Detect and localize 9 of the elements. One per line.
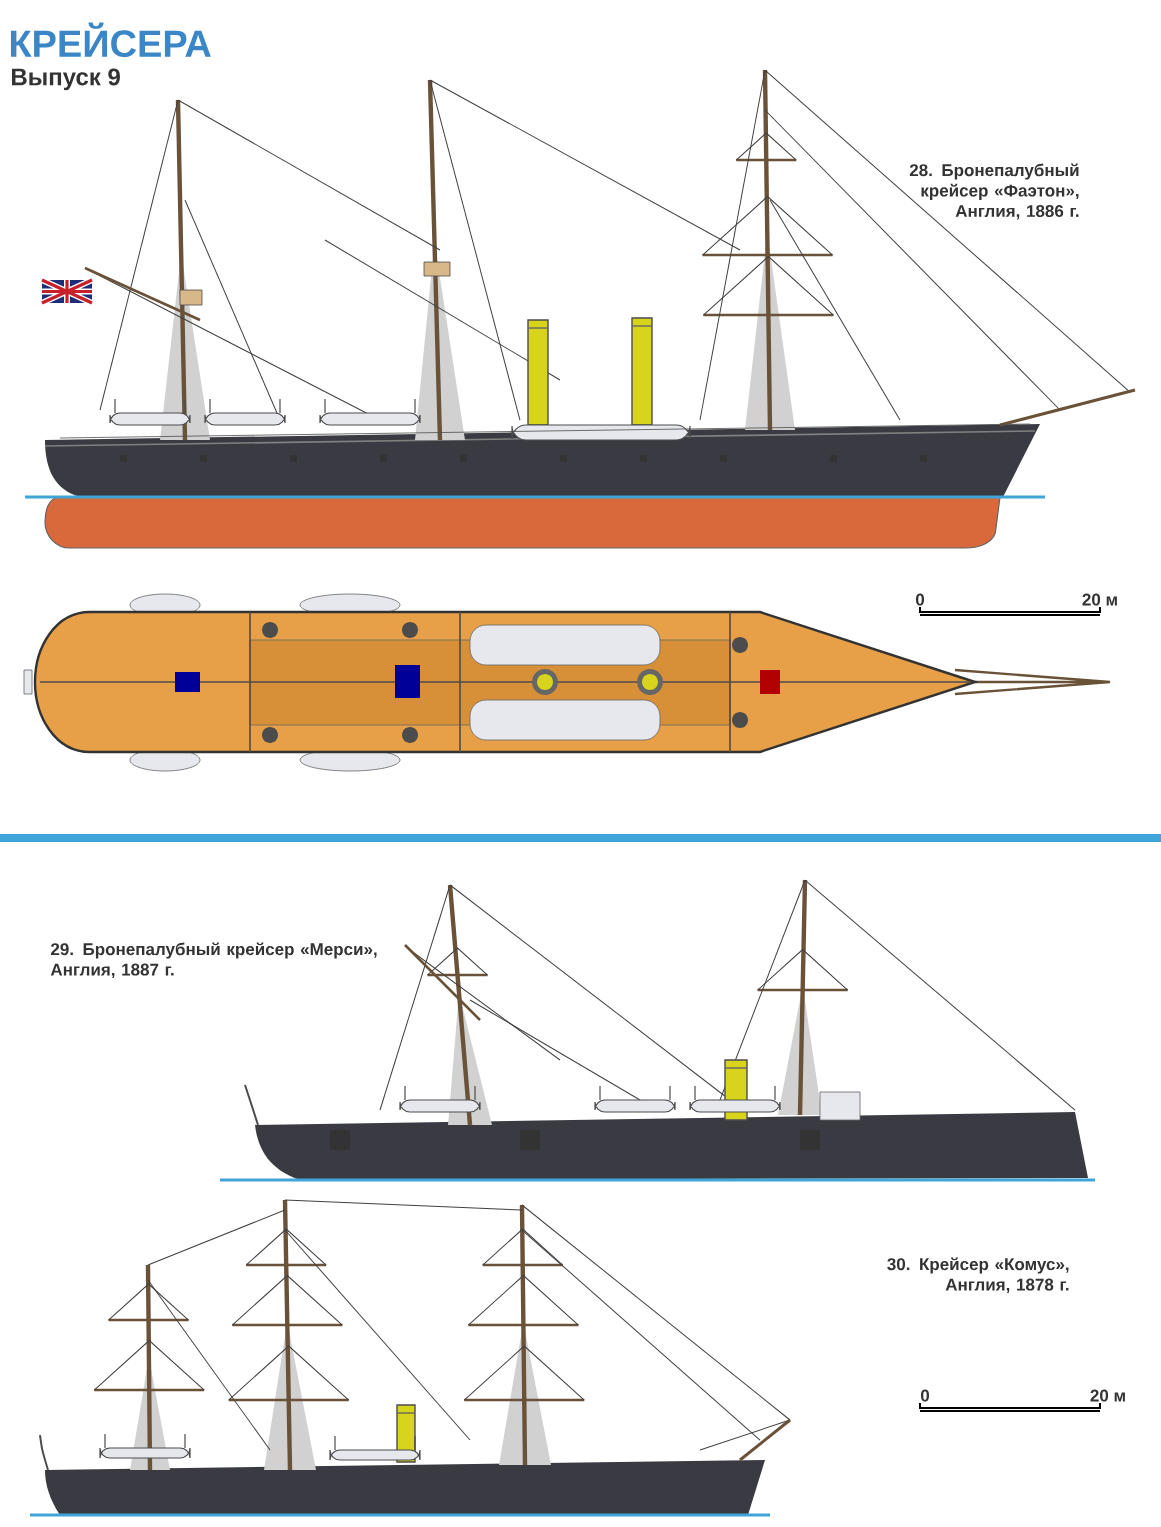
scale-label: 20 м (1082, 593, 1117, 606)
scale-label: 0 (920, 1389, 930, 1402)
issue-number: Выпуск 9 (12, 68, 120, 91)
ship-caption: 30. Крейсер «Комус», Англия, 1878 г. (887, 1257, 1069, 1294)
ship-caption: 28. Бронепалубный крейсер «Фаэтон», Англия, 1886 г. (909, 163, 1079, 220)
title: КРЕЙСЕРА (10, 22, 211, 58)
ship-caption: 29. Бронепалубный крейсер «Мерси», Англия, 1887 г. (50, 942, 377, 979)
scale-label: 0 (915, 593, 925, 606)
scale-label: 20 м (1090, 1389, 1125, 1402)
